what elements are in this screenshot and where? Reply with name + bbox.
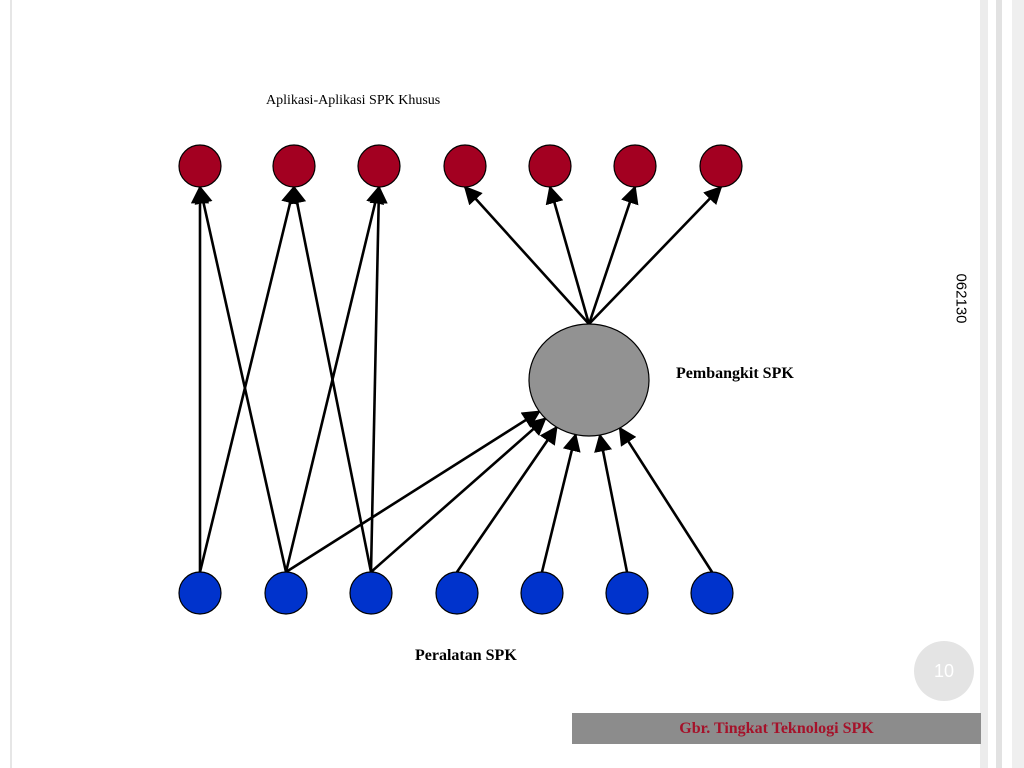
edge-tool-1-to-app-2: [198, 185, 299, 573]
generator-node: [528, 323, 650, 437]
application-node-1: [178, 144, 222, 188]
application-node-4: [443, 144, 487, 188]
edge-tool-2-to-generator: [285, 410, 541, 574]
application-node-7: [699, 144, 743, 188]
edge-generator-to-app-6: [587, 185, 639, 325]
edge-generator-to-app-5: [545, 185, 591, 325]
tools-label: Peralatan SPK: [415, 647, 517, 664]
edge-tool-5-to-generator: [540, 432, 581, 573]
slide-code: 062130: [952, 273, 970, 324]
tool-node-7: [690, 571, 734, 615]
figure-caption: Gbr. Tingkat Teknologi SPK: [679, 720, 874, 737]
page-number-badge: 10: [914, 641, 974, 701]
applications-label: Aplikasi-Aplikasi SPK Khusus: [266, 93, 441, 108]
application-node-6: [613, 144, 657, 188]
edge-tool-6-to-generator: [594, 433, 629, 573]
edges-layer: [190, 185, 723, 574]
generator-label: Pembangkit SPK: [676, 365, 794, 382]
tool-node-4: [435, 571, 479, 615]
caption-bar: Gbr. Tingkat Teknologi SPK: [572, 713, 981, 744]
slide-right-border: [1012, 0, 1024, 768]
edge-tool-2-to-app-1: [194, 185, 288, 573]
page-number: 10: [933, 660, 955, 681]
tool-node-2: [264, 571, 308, 615]
edge-tool-4-to-generator: [455, 425, 558, 573]
application-node-3: [357, 144, 401, 188]
tool-node-3: [349, 571, 393, 615]
edge-tool-7-to-generator: [618, 426, 714, 573]
edge-generator-to-app-4: [463, 185, 590, 325]
edge-tool-2-to-app-3: [284, 185, 384, 573]
tool-node-6: [605, 571, 649, 615]
tool-node-1: [178, 571, 222, 615]
edge-tool-3-to-generator: [370, 417, 547, 573]
slide-right-border: [980, 0, 988, 768]
application-node-2: [272, 144, 316, 188]
slide-right-border: [996, 0, 1002, 768]
nodes-layer: [178, 144, 743, 615]
slide-left-border: [10, 0, 12, 768]
tool-node-5: [520, 571, 564, 615]
application-node-5: [528, 144, 572, 188]
edge-tool-3-to-app-3: [369, 185, 388, 573]
edge-generator-to-app-7: [588, 185, 723, 325]
